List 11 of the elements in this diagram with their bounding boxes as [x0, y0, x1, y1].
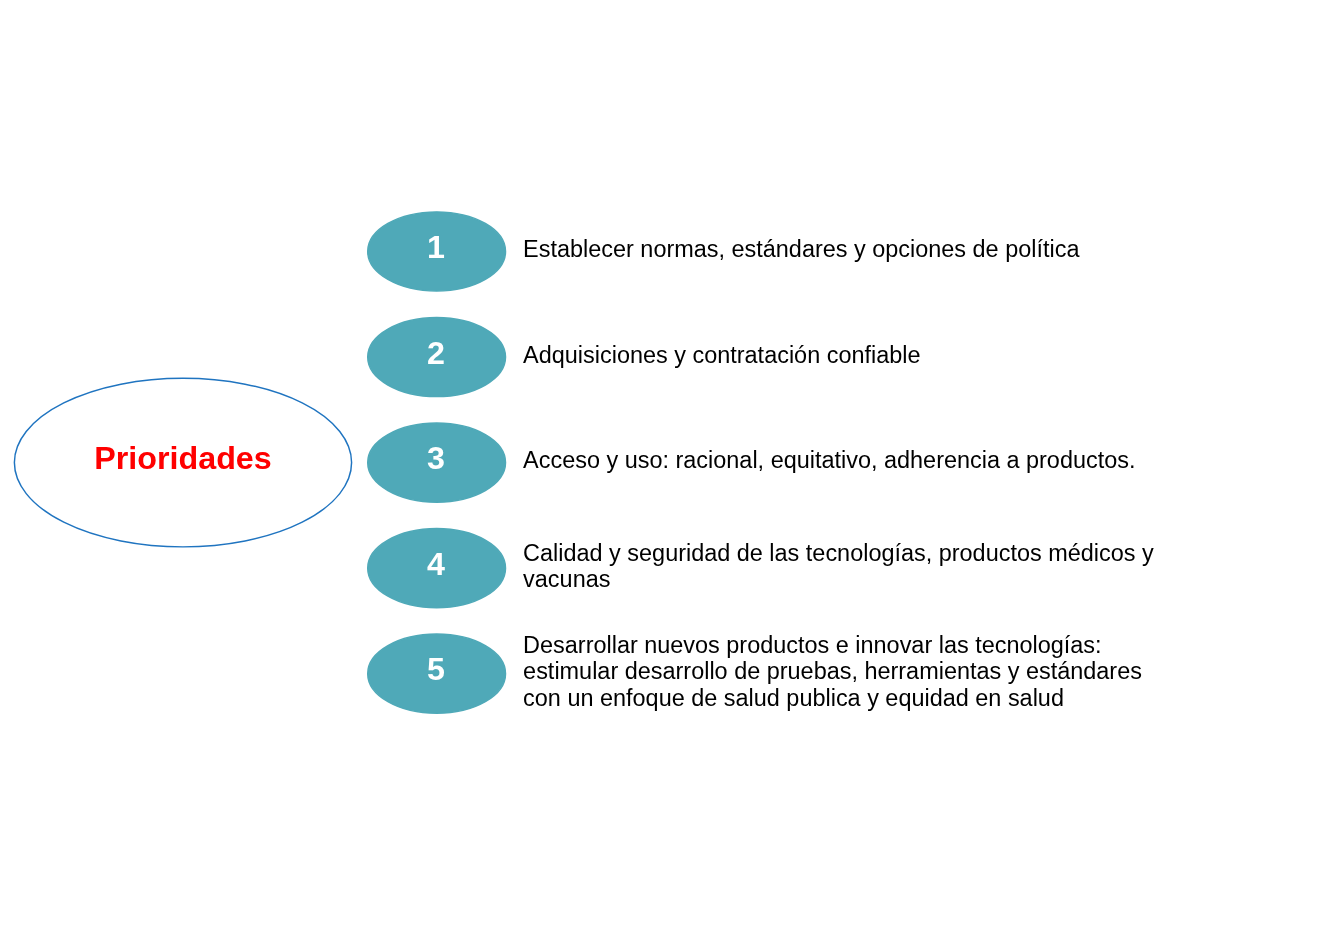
node-ellipse: 1: [367, 210, 507, 292]
node-label: Calidad y seguridad de las tecnologías, productos médicos y vacunas: [523, 539, 1154, 592]
node-ellipse: Prioridades: [13, 377, 353, 548]
node-label: Desarrollar nuevos productos e innovar las tecnologías: estimular desarrollo de pruebas, herramientas y estándares con un enfoque de salud publica y equidad en salud: [523, 631, 1142, 711]
node-ellipse: 5: [367, 632, 507, 714]
node-ellipse: 3: [367, 421, 507, 503]
node-label: Establecer normas, estándares y opciones de política: [523, 235, 1080, 262]
node-ellipse: 2: [367, 316, 507, 397]
node-ellipse: 4: [367, 527, 507, 608]
node-label: Acceso y uso: racional, equitativo, adherencia a productos.: [523, 446, 1136, 473]
node-label: Adquisiciones y contratación confiable: [523, 341, 921, 368]
